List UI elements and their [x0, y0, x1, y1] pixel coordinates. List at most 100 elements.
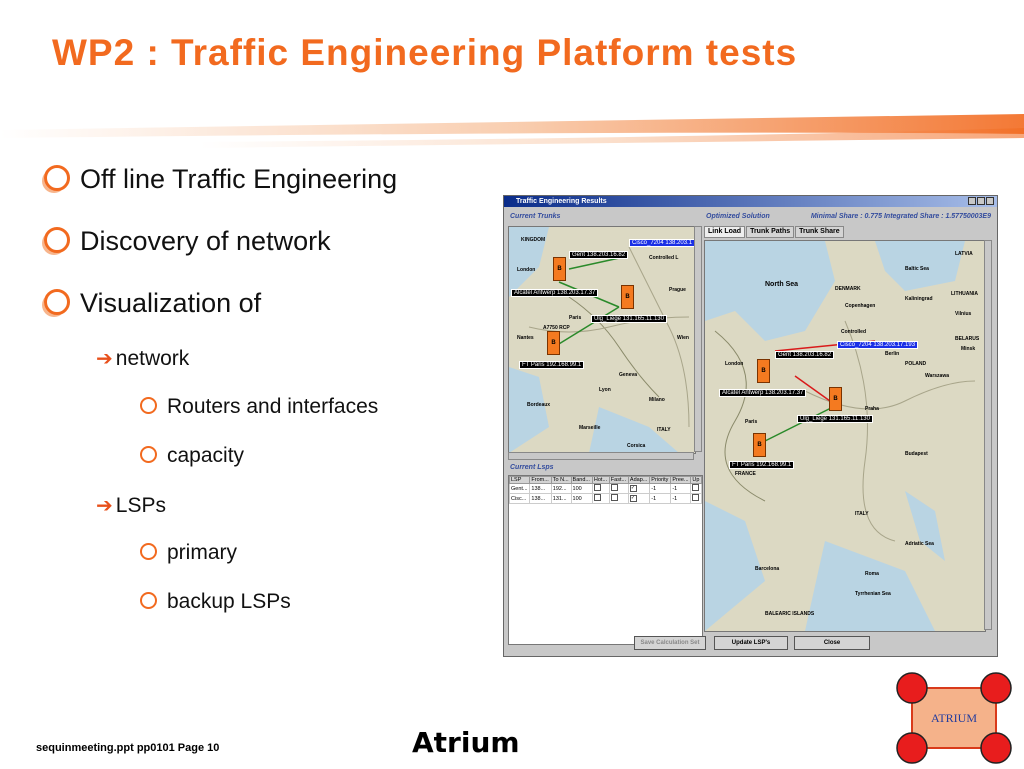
tab-link-load[interactable]: Link Load — [704, 226, 746, 238]
bullet-circle-icon — [140, 591, 157, 609]
subsub-routers: Routers and interfaces — [140, 395, 378, 419]
checkbox[interactable] — [610, 494, 618, 501]
checkbox[interactable]: ✓ — [629, 485, 637, 492]
lsp-column-header[interactable]: Adap... — [627, 476, 651, 484]
lsp-column-header[interactable]: LSP — [508, 476, 531, 484]
map-place: FRANCE — [735, 471, 756, 477]
bullet-circle-icon — [140, 445, 157, 463]
router-icon[interactable]: B — [553, 257, 566, 281]
map-place: Controlled — [841, 329, 866, 335]
atrium-logo: ATRIUM — [896, 672, 1012, 764]
table-cell — [591, 483, 610, 494]
router-label[interactable]: Cisco_7204 138.203.17.193 — [837, 341, 919, 349]
router-label[interactable]: Gent 138.203.16.82 — [775, 351, 835, 359]
current-trunks-pane: Current Trunks KINGDOM London Paris Nant… — [508, 210, 703, 656]
atrium-logo-graphic: ATRIUM — [896, 672, 1012, 764]
lsp-column-header[interactable]: Priority — [649, 476, 672, 484]
checkbox[interactable] — [610, 484, 618, 491]
map-place: Roma — [865, 571, 879, 577]
router-label[interactable]: FT Paris 192.168.99.1 — [729, 461, 795, 469]
router-label[interactable]: Cisco_7204 138.203.1 — [629, 239, 695, 247]
table-cell: 131... — [550, 493, 572, 504]
router-label[interactable]: Alcatel Antwerp 138.203.17.37 — [719, 389, 807, 397]
result-tabs: Link Load Trunk Paths Trunk Share — [704, 226, 845, 238]
map-place: Kaliningrad — [905, 296, 933, 302]
trunks-map[interactable]: KINGDOM London Paris Nantes Bordeaux Mar… — [508, 226, 696, 454]
map-place: Prague — [669, 287, 686, 293]
router-label[interactable]: Gent 138.203.16.82 — [569, 251, 629, 259]
table-cell: -1 — [670, 493, 692, 504]
map-place: Barcelona — [755, 566, 780, 572]
table-cell: ✓ — [627, 483, 651, 494]
router-icon[interactable]: B — [829, 387, 842, 411]
table-row[interactable]: Cisc...138...131...100✓-1-1 — [508, 493, 702, 504]
table-cell — [690, 483, 702, 494]
map-place: Geneva — [619, 372, 638, 378]
checkbox[interactable] — [692, 494, 700, 501]
map-place: Warszawa — [925, 373, 949, 379]
router-label[interactable]: Ulg_Liege 131.165.11.130 — [797, 415, 873, 423]
current-trunks-title: Current Trunks — [510, 213, 561, 220]
lsp-column-header[interactable]: Hot... — [591, 476, 610, 484]
lsp-column-header[interactable]: Pree... — [670, 476, 692, 484]
table-cell: ✓ — [627, 493, 651, 504]
map-place: ITALY — [657, 427, 671, 433]
lsp-column-header[interactable]: Up — [690, 476, 702, 484]
lsp-column-header[interactable]: Band... — [570, 476, 593, 484]
router-icon[interactable]: B — [547, 331, 560, 355]
trunks-vertical-scrollbar[interactable] — [694, 226, 702, 452]
maximize-icon[interactable] — [977, 197, 985, 205]
router-icon[interactable]: B — [757, 359, 770, 383]
router-icon[interactable]: B — [753, 433, 766, 457]
bullet-visualization: Visualization of — [44, 288, 261, 319]
minimal-share: Minimal Share : 0.775 Integrated Share :… — [810, 213, 991, 220]
close-icon[interactable] — [986, 197, 994, 205]
trunks-horizontal-scrollbar[interactable] — [508, 452, 694, 460]
lsp-column-header[interactable]: Fast... — [608, 476, 629, 484]
table-cell: -1 — [649, 493, 672, 504]
lsp-column-header[interactable]: To N... — [550, 476, 572, 484]
table-cell: 138... — [529, 483, 552, 494]
subsub-primary: primary — [140, 541, 237, 565]
close-button[interactable]: Close — [794, 636, 870, 650]
map-place: LATVIA — [955, 251, 973, 257]
table-cell: -1 — [670, 483, 692, 494]
lsp-column-header[interactable]: From... — [529, 476, 552, 484]
window-titlebar: Traffic Engineering Results — [504, 196, 997, 207]
tab-trunk-share[interactable]: Trunk Share — [795, 226, 844, 238]
map-place: London — [725, 361, 744, 367]
save-calculation-set-button[interactable]: Save Calculation Set — [634, 636, 706, 650]
router-label[interactable]: Alcatel Antwerp 138.203.17.37 — [511, 289, 599, 297]
table-cell: 100 — [570, 493, 593, 504]
map-place: KINGDOM — [521, 237, 546, 243]
checkbox[interactable] — [593, 494, 601, 501]
router-label[interactable]: Ulg_Liege 131.165.11.130 — [591, 315, 667, 323]
table-row[interactable]: Gent...138...192...100✓-1-1 — [508, 483, 702, 494]
arrow-right-icon: ➔ — [96, 495, 113, 517]
title-underline-swoosh — [0, 114, 1024, 148]
optimized-vertical-scrollbar[interactable] — [984, 240, 992, 630]
current-lsps-title: Current Lsps — [510, 464, 554, 471]
optimized-map[interactable]: North Sea DENMARK Copenhagen Berlin POLA… — [704, 240, 986, 632]
table-cell — [608, 483, 629, 494]
checkbox[interactable]: ✓ — [629, 495, 637, 502]
tab-trunk-paths[interactable]: Trunk Paths — [746, 226, 795, 238]
bullet-circle-icon — [44, 288, 70, 315]
optimized-title: Optimized Solution — [706, 213, 770, 220]
router-icon[interactable]: B — [621, 285, 634, 309]
optimized-header: Optimized Solution Minimal Share : 0.775… — [704, 210, 995, 224]
table-cell: Cisc... — [508, 493, 531, 504]
minimize-icon[interactable] — [968, 197, 976, 205]
update-lsps-button[interactable]: Update LSP's — [714, 636, 788, 650]
checkbox[interactable] — [692, 484, 700, 491]
map-place: Corsica — [627, 443, 646, 449]
checkbox[interactable] — [593, 484, 601, 491]
map-place: Bordeaux — [527, 402, 551, 408]
map-place: Budapest — [905, 451, 928, 457]
map-terrain — [705, 241, 985, 631]
table-cell: -1 — [649, 483, 672, 494]
router-label[interactable]: FT Paris 192.168.99.1 — [519, 361, 585, 369]
